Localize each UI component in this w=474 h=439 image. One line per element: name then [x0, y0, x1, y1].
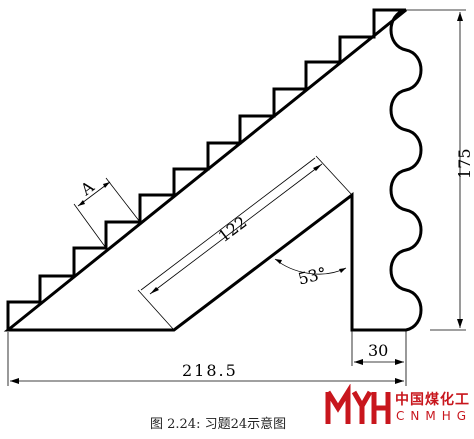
- dimension-base-right-label: 30: [368, 341, 388, 360]
- dimension-step-a-label: A: [76, 177, 98, 200]
- dimension-angle-label: 53°: [296, 263, 328, 288]
- watermark-en-text: CNMHG: [396, 409, 473, 423]
- figure-caption: 图 2.24: 习题24示意图: [150, 417, 287, 432]
- triangle-outline: [3, 8, 423, 332]
- watermark-cn-text: 中国煤化工: [395, 392, 470, 408]
- dimension-height-label: 175: [455, 148, 474, 179]
- dimension-base-right: 30: [351, 330, 407, 366]
- dimension-width-total: 218.5: [7, 332, 407, 386]
- watermark-logo: 中国煤化工 CNMHG: [322, 383, 474, 432]
- dimension-angle: 53°: [274, 258, 347, 289]
- dimension-inner-edge: 122: [137, 155, 353, 331]
- watermark-logo-mark: [325, 383, 391, 424]
- dimension-height: 175: [406, 9, 474, 331]
- dimension-width-total-label: 218.5: [182, 361, 238, 380]
